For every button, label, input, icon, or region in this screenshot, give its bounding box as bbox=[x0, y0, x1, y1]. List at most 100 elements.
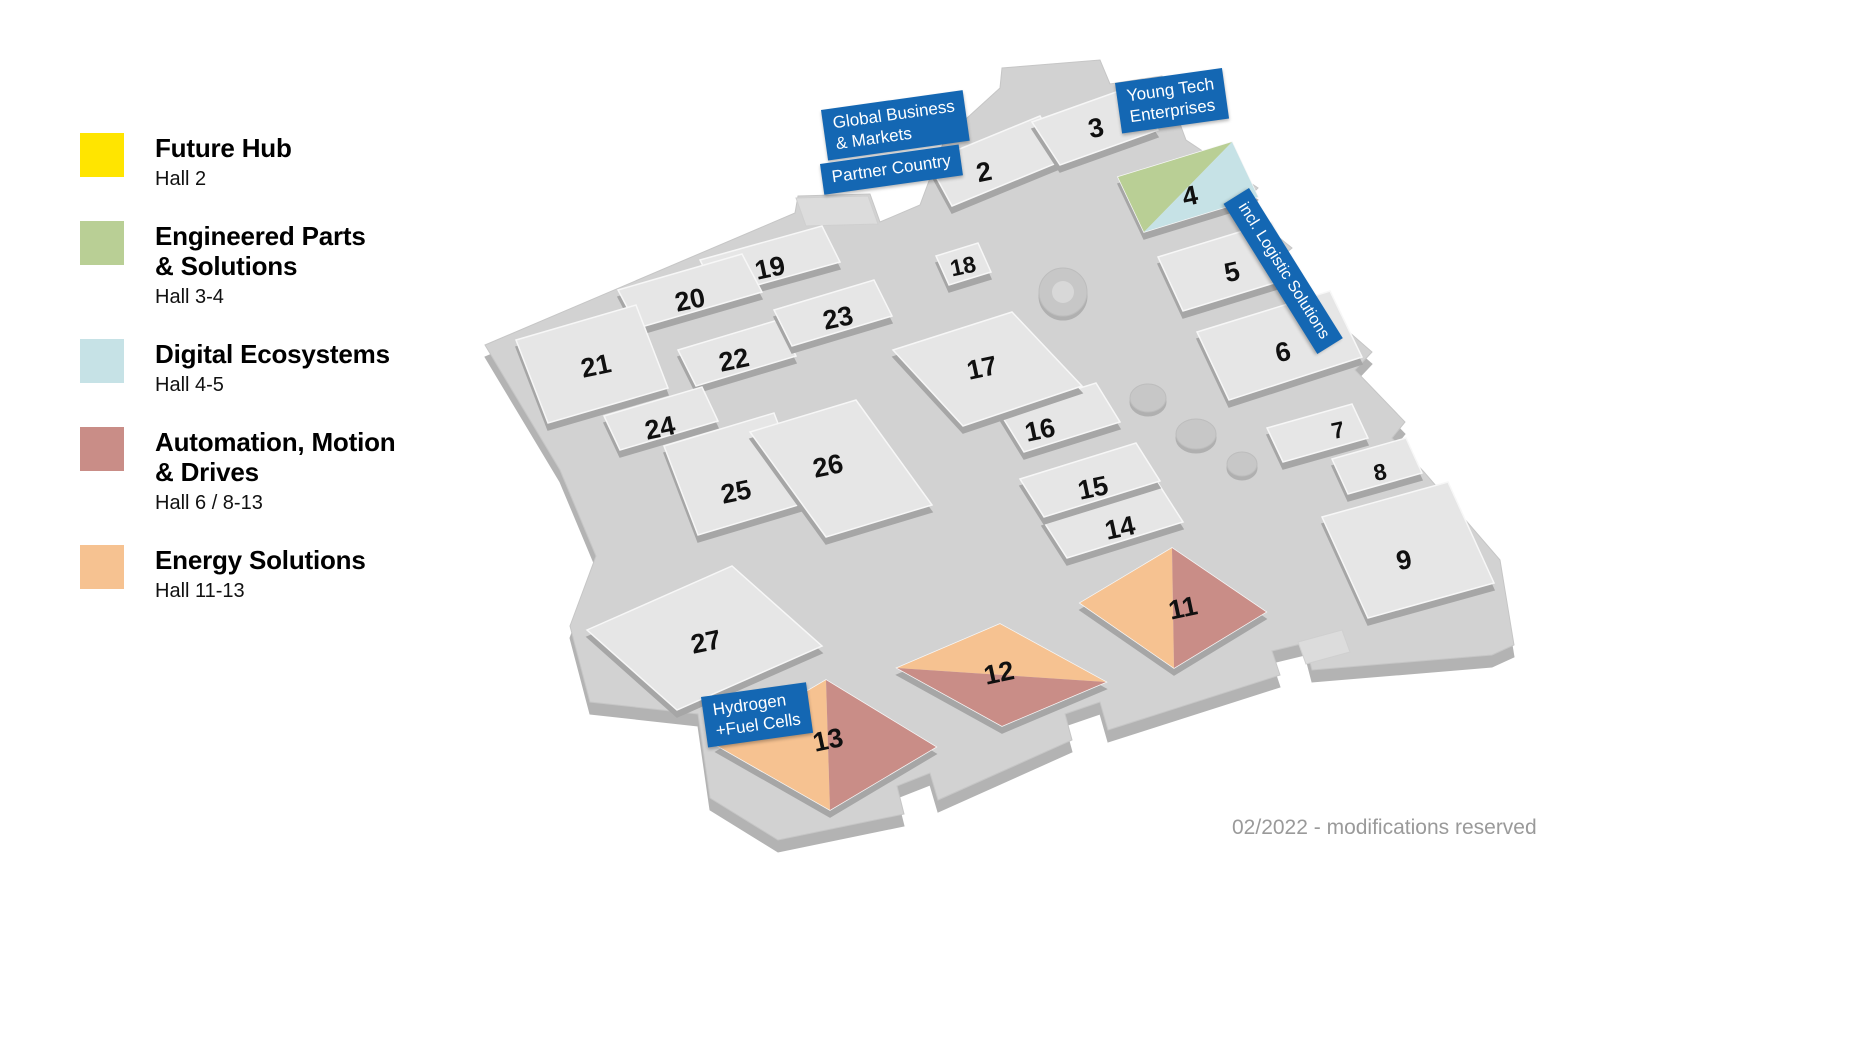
hall-24-face bbox=[602, 386, 720, 451]
hall-19-number: 19 bbox=[752, 250, 788, 286]
modifications-note: 02/2022 - modifications reserved bbox=[1232, 816, 1537, 839]
legend-item-automation-motion: Automation, Motion & Drives Hall 6 / 8-1… bbox=[80, 426, 396, 515]
hall-7-face bbox=[1265, 403, 1370, 463]
hall-21: 21 bbox=[515, 304, 669, 424]
legend-item-energy-solutions: Energy Solutions Hall 11-13 bbox=[80, 545, 395, 603]
hall-2-number: 2 bbox=[974, 156, 995, 188]
hall-17-face bbox=[891, 311, 1084, 427]
hall-4: 4 bbox=[1116, 141, 1260, 233]
hall-24-number: 24 bbox=[642, 410, 678, 446]
hall-4-green-face bbox=[1118, 142, 1232, 232]
hall-3-number: 3 bbox=[1086, 112, 1107, 144]
hall-27-number: 27 bbox=[688, 624, 724, 660]
hall-11-orange-face bbox=[1080, 548, 1174, 668]
round-structure-1 bbox=[1129, 383, 1167, 413]
hall-26-number: 26 bbox=[810, 448, 846, 484]
future-hub-color-swatch bbox=[80, 133, 124, 177]
hall-22-number: 22 bbox=[716, 342, 752, 378]
legend: Future Hub Hall 2 Engineered Parts & Sol… bbox=[80, 133, 396, 603]
hall-13-red-face bbox=[826, 680, 936, 810]
legend-text-digital-ecosystems: Digital Ecosystems Hall 4-5 bbox=[155, 339, 390, 397]
hall-12-number: 12 bbox=[981, 655, 1017, 691]
hall-21-number: 21 bbox=[578, 348, 614, 384]
hall-26-face bbox=[748, 399, 934, 538]
hall-15-number: 15 bbox=[1075, 470, 1111, 506]
legend-swatch-automation-motion bbox=[80, 426, 124, 471]
bridge-structure bbox=[1297, 629, 1351, 665]
hall-8-face bbox=[1330, 437, 1424, 495]
automation-motion-color-swatch bbox=[80, 426, 124, 471]
round-structure-3 bbox=[1226, 451, 1258, 477]
hall-5-number: 5 bbox=[1222, 256, 1243, 288]
plaza-round-structure-inner bbox=[1052, 281, 1074, 303]
hall-16: 16 bbox=[998, 382, 1122, 453]
hall-23: 23 bbox=[772, 279, 894, 347]
hall-8: 8 bbox=[1330, 437, 1424, 495]
round-structure-2 bbox=[1175, 418, 1217, 450]
legend-hall-engineered-parts: Hall 3-4 bbox=[155, 286, 224, 309]
legend-hall-automation-motion: Hall 6 / 8-13 bbox=[155, 492, 263, 515]
hall-15-face bbox=[1018, 442, 1162, 518]
legend-item-digital-ecosystems: Digital Ecosystems Hall 4-5 bbox=[80, 339, 395, 397]
hall-9-number: 9 bbox=[1394, 544, 1415, 576]
hall-8-number: 8 bbox=[1371, 458, 1389, 486]
hall-9: 9 bbox=[1320, 481, 1496, 619]
hall-24: 24 bbox=[602, 386, 720, 451]
hall-6-number: 6 bbox=[1273, 336, 1294, 368]
hall-18-face bbox=[934, 242, 993, 286]
hall-27-face bbox=[585, 565, 824, 711]
hall-11: 11 bbox=[1078, 547, 1268, 669]
hall-15: 15 bbox=[1018, 442, 1162, 518]
hall-12-red-face bbox=[897, 668, 1106, 726]
legend-title-future-hub: Future Hub bbox=[155, 133, 292, 163]
hall-11-red-face bbox=[1172, 548, 1266, 668]
legend-text-engineered-parts: Engineered Parts & Solutions Hall 3-4 bbox=[155, 221, 366, 309]
entrance-annex bbox=[795, 195, 879, 227]
hall-12-orange-face bbox=[897, 624, 1106, 682]
hall-21-face bbox=[515, 304, 669, 424]
hall-14: 14 bbox=[1040, 482, 1185, 559]
legend-title-automation-motion: Automation, Motion & Drives bbox=[155, 426, 396, 488]
hall-20-number: 20 bbox=[672, 282, 708, 318]
legend-text-automation-motion: Automation, Motion & Drives Hall 6 / 8-1… bbox=[155, 426, 396, 515]
legend-swatch-future-hub bbox=[80, 133, 124, 177]
hall-4-blue-face bbox=[1144, 142, 1258, 232]
legend-hall-digital-ecosystems: Hall 4-5 bbox=[155, 373, 224, 396]
digital-ecosystems-color-swatch bbox=[80, 339, 124, 384]
hall-14-number: 14 bbox=[1102, 510, 1138, 546]
engineered-parts-color-swatch bbox=[80, 220, 124, 265]
hall-7: 7 bbox=[1265, 403, 1370, 463]
hall-9-face bbox=[1320, 481, 1496, 619]
hall-4-number: 4 bbox=[1180, 180, 1201, 212]
hall-18: 18 bbox=[934, 242, 993, 286]
hall-22: 22 bbox=[676, 319, 798, 387]
hall-14-face bbox=[1040, 482, 1185, 559]
hall-11-number: 11 bbox=[1166, 590, 1200, 625]
hall-23-face bbox=[772, 279, 894, 347]
hall-18-number: 18 bbox=[948, 251, 979, 282]
energy-solutions-color-swatch bbox=[80, 545, 124, 590]
legend-swatch-engineered-parts bbox=[80, 220, 124, 265]
legend-title-digital-ecosystems: Digital Ecosystems bbox=[155, 339, 390, 370]
hall-22-face bbox=[676, 319, 798, 387]
hall-27: 27 bbox=[585, 565, 824, 711]
hall-16-face bbox=[998, 382, 1122, 453]
hall-13-number: 13 bbox=[810, 722, 846, 758]
hall-12: 12 bbox=[895, 623, 1108, 727]
legend-text-energy-solutions: Energy Solutions Hall 11-13 bbox=[155, 545, 366, 603]
hall-17: 17 bbox=[891, 311, 1084, 427]
hall-17-number: 17 bbox=[964, 350, 1000, 386]
legend-hall-energy-solutions: Hall 11-13 bbox=[155, 579, 245, 602]
legend-text-future-hub: Future Hub Hall 2 bbox=[155, 133, 292, 191]
legend-item-engineered-parts: Engineered Parts & Solutions Hall 3-4 bbox=[80, 220, 395, 309]
legend-hall-future-hub: Hall 2 bbox=[155, 167, 207, 190]
hall-7-number: 7 bbox=[1329, 416, 1347, 444]
legend-swatch-energy-solutions bbox=[80, 545, 124, 590]
hall-16-number: 16 bbox=[1022, 412, 1058, 448]
hall-25-number: 25 bbox=[718, 474, 754, 510]
legend-title-energy-solutions: Energy Solutions bbox=[155, 545, 366, 576]
hall-23-number: 23 bbox=[820, 300, 856, 336]
legend-item-future-hub: Future Hub Hall 2 bbox=[80, 133, 395, 191]
legend-swatch-digital-ecosystems bbox=[80, 339, 124, 384]
